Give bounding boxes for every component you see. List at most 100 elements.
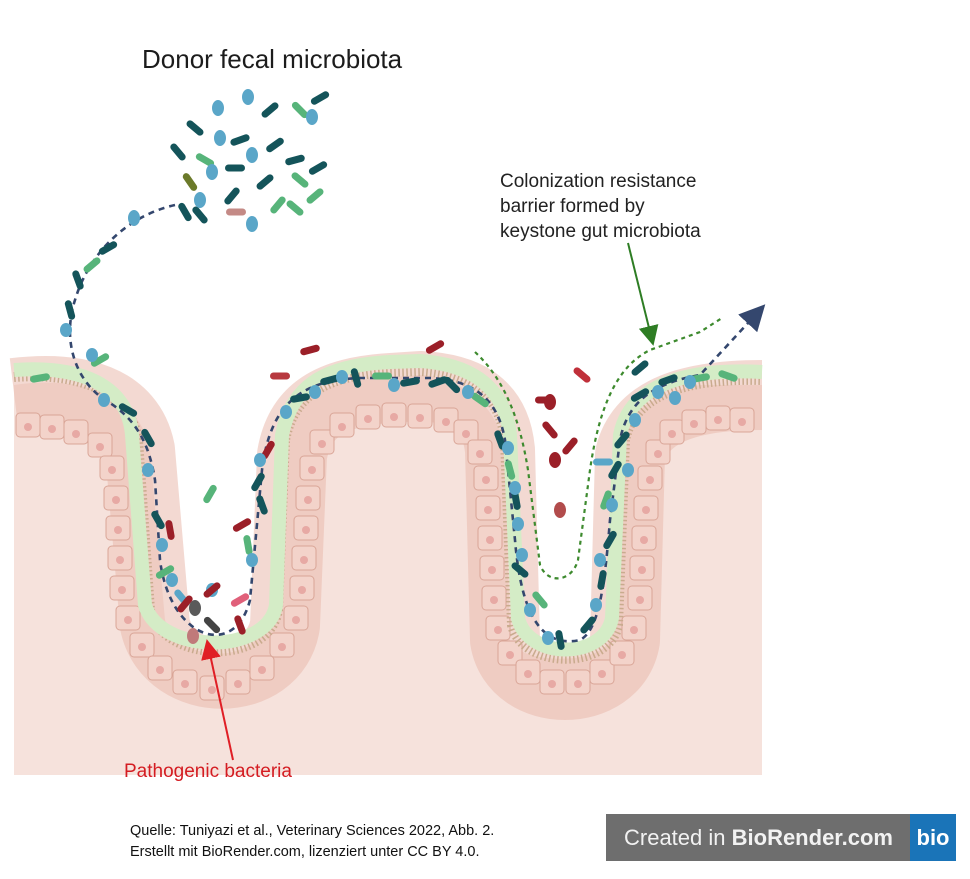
bacterium-rod bbox=[608, 460, 622, 480]
bacterium-coccus bbox=[554, 502, 566, 518]
bacterium-rod bbox=[600, 490, 612, 510]
bacterium-rod bbox=[428, 376, 448, 388]
bacterium-rod bbox=[285, 154, 305, 166]
cell-nucleus bbox=[208, 686, 216, 694]
bacterium-coccus bbox=[212, 100, 224, 116]
bacterium-rod bbox=[614, 431, 630, 449]
cell-nucleus bbox=[638, 566, 646, 574]
bacterium-rod bbox=[203, 484, 217, 504]
bacterium-rod bbox=[270, 196, 286, 214]
bacterium-rod bbox=[300, 344, 320, 356]
bacterium-coccus bbox=[156, 538, 168, 552]
bacterium-rod bbox=[261, 440, 275, 460]
cell-nucleus bbox=[442, 418, 450, 426]
bacterium-rod bbox=[186, 120, 204, 136]
cell-nucleus bbox=[416, 414, 424, 422]
bacterium-coccus bbox=[652, 385, 664, 399]
badge-text: Created in BioRender.com bbox=[606, 825, 910, 851]
biorender-badge[interactable]: Created in BioRender.com bio bbox=[606, 814, 956, 861]
bacterium-coccus bbox=[509, 481, 521, 495]
cell-nucleus bbox=[308, 466, 316, 474]
cell-nucleus bbox=[292, 616, 300, 624]
bacterium-rod bbox=[251, 472, 265, 492]
epithelium bbox=[9, 351, 763, 720]
bacterium-rod bbox=[192, 206, 208, 224]
cell-nucleus bbox=[490, 596, 498, 604]
bacterium-rod bbox=[511, 562, 529, 578]
cell-nucleus bbox=[524, 670, 532, 678]
cell-nucleus bbox=[640, 536, 648, 544]
bacterium-coccus bbox=[669, 391, 681, 405]
bacterium-rod bbox=[603, 530, 617, 550]
bacterium-coccus bbox=[388, 378, 400, 392]
bacterium-coccus bbox=[606, 498, 618, 512]
bacterium-coccus bbox=[622, 463, 634, 477]
credit-line2: Erstellt mit BioRender.com, lizenziert u… bbox=[130, 844, 480, 860]
cell-nucleus bbox=[48, 425, 56, 433]
bacterium-rod bbox=[155, 565, 175, 579]
bacterium-rod bbox=[83, 257, 101, 273]
colonization-label-line3: keystone gut microbiota bbox=[500, 221, 701, 242]
cell-nucleus bbox=[488, 566, 496, 574]
cell-nucleus bbox=[506, 651, 514, 659]
bacterium-rod bbox=[182, 173, 198, 191]
bacterium-coccus bbox=[512, 517, 524, 531]
bacterium-coccus bbox=[336, 370, 348, 384]
bacterium-coccus bbox=[544, 394, 556, 410]
cell-nucleus bbox=[630, 626, 638, 634]
colonization-path-arrow bbox=[68, 203, 766, 643]
bacterium-coccus bbox=[254, 453, 266, 467]
bacterium-rod bbox=[310, 91, 330, 105]
cell-nucleus bbox=[486, 536, 494, 544]
bacterium-coccus bbox=[542, 631, 554, 645]
bacterium-rod bbox=[291, 101, 309, 119]
bacterium-rod bbox=[178, 202, 192, 222]
bacterium-coccus bbox=[60, 323, 72, 337]
microbe-layer bbox=[30, 89, 738, 650]
bacterium-rod bbox=[118, 403, 138, 417]
bacterium-rod bbox=[177, 595, 193, 613]
bacterium-rod bbox=[630, 388, 650, 402]
bacterium-rod bbox=[225, 164, 245, 172]
cell-nucleus bbox=[714, 416, 722, 424]
cell-nucleus bbox=[462, 430, 470, 438]
cell-nucleus bbox=[690, 420, 698, 428]
bacterium-rod bbox=[256, 495, 268, 515]
bacterium-coccus bbox=[590, 598, 602, 612]
bacterium-rod bbox=[532, 591, 548, 609]
bacterium-coccus bbox=[524, 603, 536, 617]
cell-nucleus bbox=[24, 423, 32, 431]
bacterium-rod bbox=[165, 520, 175, 540]
bacterium-rod bbox=[203, 616, 221, 634]
cell-nucleus bbox=[72, 430, 80, 438]
cell-nucleus bbox=[738, 418, 746, 426]
bacterium-rod bbox=[350, 368, 362, 388]
cell-nucleus bbox=[338, 423, 346, 431]
bacterium-rod bbox=[195, 153, 215, 167]
cell-nucleus bbox=[364, 415, 372, 423]
badge-brand: BioRender.com bbox=[731, 824, 893, 850]
cell-nucleus bbox=[300, 556, 308, 564]
bacterium-rod bbox=[30, 373, 50, 383]
bacterium-coccus bbox=[166, 573, 178, 587]
cell-nucleus bbox=[96, 443, 104, 451]
bacterium-rod bbox=[511, 490, 521, 510]
cell-nucleus bbox=[112, 496, 120, 504]
bacterium-rod bbox=[270, 372, 290, 380]
cell-nucleus bbox=[618, 651, 626, 659]
bacterium-rod bbox=[90, 353, 110, 367]
bacterium-coccus bbox=[189, 600, 201, 616]
bacterium-coccus bbox=[502, 441, 514, 455]
cell-nucleus bbox=[118, 586, 126, 594]
cell-nucleus bbox=[494, 626, 502, 634]
cell-nucleus bbox=[318, 440, 326, 448]
bacterium-coccus bbox=[142, 463, 154, 477]
colonization-label: Colonization resistance barrier formed b… bbox=[500, 169, 701, 244]
cell-nucleus bbox=[390, 413, 398, 421]
bacterium-rod bbox=[320, 374, 340, 386]
bacterium-coccus bbox=[98, 393, 110, 407]
bacterium-coccus bbox=[187, 628, 199, 644]
bacterium-rod bbox=[425, 340, 445, 354]
cell-nucleus bbox=[598, 670, 606, 678]
bacterium-rod bbox=[306, 188, 324, 204]
